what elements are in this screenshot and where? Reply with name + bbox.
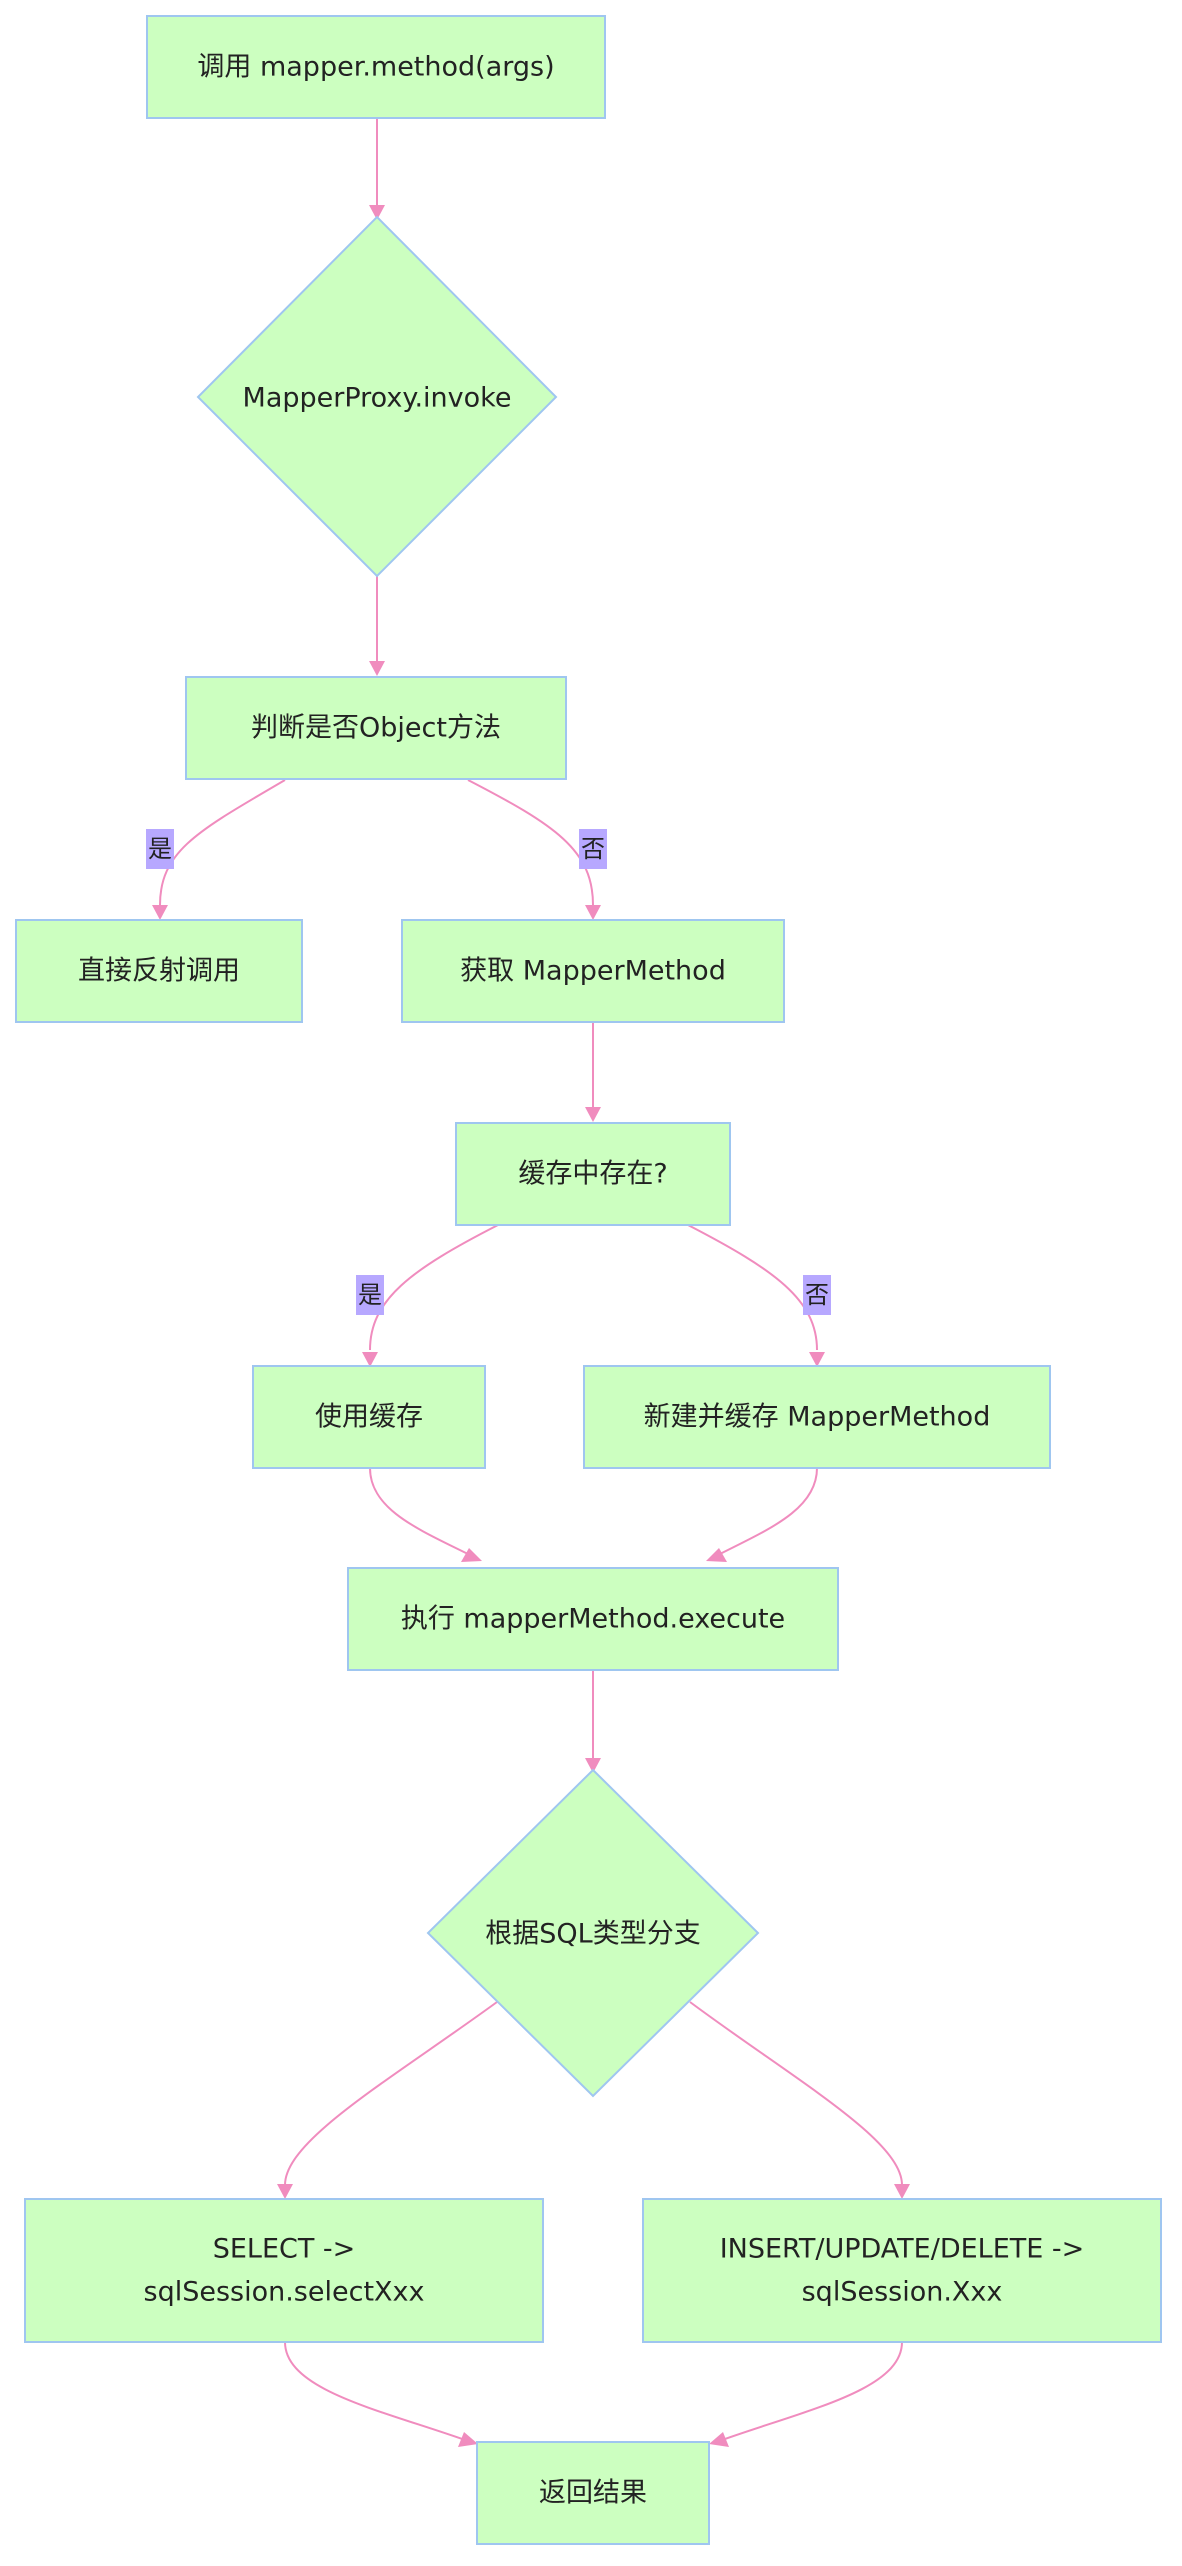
edge-cache-to-create: [687, 1224, 825, 1367]
edge-label-cache-yes-text: 是: [358, 1281, 382, 1309]
edge-label-object-no-text: 否: [581, 835, 605, 863]
node-in-cache-label: 缓存中存在?: [518, 1159, 667, 1190]
node-use-cache-label: 使用缓存: [315, 1402, 423, 1433]
node-check-object-method: 判断是否Object方法: [185, 676, 567, 780]
node-execute: 执行 mapperMethod.execute: [347, 1567, 839, 1671]
edge-check-to-reflect: [152, 779, 286, 920]
node-select-label-line1: SELECT ->: [213, 2234, 356, 2265]
node-create-and-cache-label: 新建并缓存 MapperMethod: [644, 1402, 991, 1433]
edge-branch-to-modify: [689, 2001, 910, 2199]
node-use-cache: 使用缓存: [252, 1365, 486, 1469]
node-insert-update-delete-label-line1: INSERT/UPDATE/DELETE ->: [720, 2234, 1085, 2265]
edge-cache-to-use: [362, 1224, 499, 1367]
edge-check-to-get-method: [467, 779, 601, 920]
edge-create-to-execute: [706, 1467, 818, 1562]
edge-branch-to-select: [277, 2001, 498, 2199]
node-return-result: 返回结果: [476, 2441, 710, 2545]
node-in-cache: 缓存中存在?: [455, 1122, 731, 1226]
edge-label-cache-no: 否: [803, 1275, 831, 1315]
edge-use-to-execute: [369, 1467, 482, 1562]
node-select-label-line2: sqlSession.selectXxx: [144, 2277, 425, 2308]
node-get-mapper-method: 获取 MapperMethod: [401, 919, 785, 1023]
edge-label-object-no: 否: [579, 829, 607, 869]
node-call-mapper: 调用 mapper.method(args): [146, 15, 606, 119]
edge-modify-to-return: [709, 2341, 903, 2447]
node-insert-update-delete: INSERT/UPDATE/DELETE -> sqlSession.Xxx: [642, 2198, 1162, 2343]
edge-select-to-return: [284, 2341, 478, 2447]
edge-label-object-yes: 是: [146, 829, 174, 869]
node-check-object-method-label: 判断是否Object方法: [251, 713, 501, 744]
node-sql-type-branch: 根据SQL类型分支: [426, 1768, 760, 2098]
node-mapperproxy-invoke: MapperProxy.invoke: [196, 215, 558, 578]
edge-label-cache-yes: 是: [356, 1275, 384, 1315]
node-select: SELECT -> sqlSession.selectXxx: [24, 2198, 544, 2343]
node-create-and-cache: 新建并缓存 MapperMethod: [583, 1365, 1051, 1469]
edge-get-method-to-cache: [585, 1022, 601, 1122]
node-direct-reflect-label: 直接反射调用: [78, 956, 240, 987]
node-get-mapper-method-label: 获取 MapperMethod: [460, 956, 726, 987]
edge-invoke-to-check: [369, 576, 385, 676]
node-execute-label: 执行 mapperMethod.execute: [401, 1604, 785, 1635]
edge-call-to-invoke: [369, 118, 385, 220]
node-mapperproxy-invoke-label: MapperProxy.invoke: [243, 383, 512, 414]
edge-label-cache-no-text: 否: [805, 1281, 829, 1309]
edge-execute-to-branch: [585, 1670, 601, 1773]
node-sql-type-branch-label: 根据SQL类型分支: [485, 1919, 700, 1950]
node-insert-update-delete-label-line2: sqlSession.Xxx: [802, 2277, 1003, 2308]
node-direct-reflect: 直接反射调用: [15, 919, 303, 1023]
node-return-result-label: 返回结果: [539, 2478, 647, 2509]
edge-label-object-yes-text: 是: [148, 835, 172, 863]
node-call-mapper-label: 调用 mapper.method(args): [197, 52, 554, 83]
